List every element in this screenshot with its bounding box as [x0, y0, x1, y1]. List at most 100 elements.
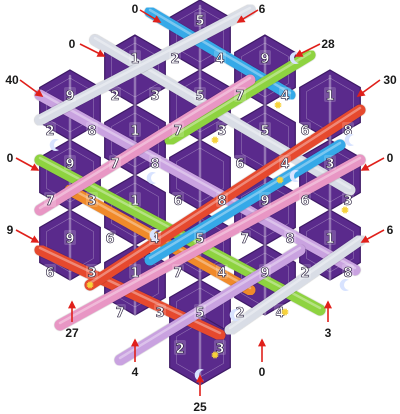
green-rod [164, 49, 316, 146]
digit-backplate [299, 122, 311, 137]
score-bottom-27: 27 [65, 326, 79, 340]
tile-digit: 1 [130, 266, 139, 281]
digit-backplate [194, 87, 206, 102]
tile-digit: 2 [300, 266, 309, 281]
digit-backplate [279, 87, 291, 102]
tile-digit: 6 [105, 232, 114, 247]
digit-backplate [234, 155, 246, 170]
sun-icon: ✹ [340, 204, 349, 217]
pointer-arrow [360, 157, 385, 171]
digit-backplate [194, 12, 206, 27]
digit-backplate [172, 192, 184, 207]
digit-backplate [104, 230, 116, 245]
sun-icon: ✹ [85, 279, 94, 292]
tile-labels: 5124992357412817356897864373168963964578… [44, 12, 354, 381]
digit-backplate [64, 87, 76, 102]
score-top-left: 0 [131, 2, 139, 16]
red-rod [84, 104, 366, 291]
score-upper-right: 28 [321, 37, 335, 51]
moon-icon [149, 229, 159, 242]
score-mid-right: 0 [386, 151, 394, 165]
tile-digit: 9 [260, 52, 269, 67]
pink-rod-highlight [58, 156, 362, 325]
digit-backplate [214, 340, 226, 355]
tile-digit: 7 [240, 232, 249, 247]
arrow-layer [15, 9, 385, 396]
score-bottom-25: 25 [193, 400, 207, 414]
digit-backplate [216, 192, 228, 207]
tile-digit: 2 [235, 306, 244, 321]
digit-backplate [172, 264, 184, 279]
tile-digit: 5 [195, 232, 204, 247]
digit-backplate [129, 192, 141, 207]
tile-digit: 2 [170, 52, 179, 67]
tile-digit: 3 [215, 342, 224, 357]
score-mid-left: 0 [6, 151, 14, 165]
tile-digit: 9 [260, 266, 269, 281]
tile-digit: 1 [130, 194, 139, 209]
pointer-arrow [15, 229, 40, 243]
score-lower-right: 6 [386, 223, 394, 237]
digit-backplate [216, 264, 228, 279]
pointer-arrow [139, 9, 162, 23]
digit-backplate [342, 122, 354, 137]
score-bottom-3: 3 [324, 326, 332, 340]
tile-digit: 5 [195, 89, 204, 104]
tile-digit: 9 [65, 89, 74, 104]
tile-digit: 7 [110, 157, 119, 172]
moon-icon [49, 139, 59, 152]
digit-backplate [149, 87, 161, 102]
score-bottom-4: 4 [131, 365, 139, 379]
digit-backplate [279, 155, 291, 170]
moon-icon [289, 51, 299, 64]
violet-rod [114, 244, 306, 366]
tile-digit: 6 [45, 266, 54, 281]
digit-backplate [259, 122, 271, 137]
digit-backplate [324, 230, 336, 245]
tile-digit: 8 [87, 124, 96, 139]
tile-digit: 5 [195, 306, 204, 321]
rod-layer [34, 2, 366, 406]
tile-digit: 1 [325, 232, 334, 247]
digit-backplate [64, 230, 76, 245]
tile-digit: 4 [280, 157, 289, 172]
tile-digit: 7 [235, 89, 244, 104]
tile-digit: 6 [300, 124, 309, 139]
digit-backplate [342, 192, 354, 207]
violet-rod-highlight [38, 91, 357, 270]
tile-digit: 7 [115, 306, 124, 321]
tile-digit: 8 [343, 124, 352, 139]
sun-icon: ✹ [210, 349, 219, 362]
score-top-right: 6 [258, 2, 266, 16]
digit-backplate [274, 304, 286, 319]
blue-rod-highlight [148, 141, 342, 260]
tile-digit: 2 [45, 124, 54, 139]
tile-digit: 3 [150, 89, 159, 104]
tile-digit: 8 [217, 194, 226, 209]
digit-backplate [86, 264, 98, 279]
digit-backplate [299, 264, 311, 279]
digit-backplate [44, 264, 56, 279]
tile-digit: 4 [217, 266, 226, 281]
tile-digit: 7 [173, 124, 182, 139]
tile-digit: 6 [235, 157, 244, 172]
sun-icon: ✹ [210, 134, 219, 147]
tile-digit: 4 [215, 52, 224, 67]
red-rod-highlight [88, 106, 362, 285]
digit-backplate [284, 230, 296, 245]
white-rod [224, 234, 366, 336]
digit-backplate [174, 340, 186, 355]
pointer-arrow [19, 79, 44, 97]
digit-backplate [194, 230, 206, 245]
tile-digit: 1 [325, 89, 334, 104]
score-right-30: 30 [383, 73, 397, 87]
pointer-arrow [79, 43, 106, 57]
tile-digit: 3 [87, 266, 96, 281]
digit-backplate [149, 155, 161, 170]
digit-backplate [44, 122, 56, 137]
tile-digit: 3 [343, 194, 352, 209]
digit-backplate [299, 192, 311, 207]
sun-icon: ✹ [280, 306, 289, 319]
digit-backplate [239, 230, 251, 245]
digit-backplate [109, 155, 121, 170]
